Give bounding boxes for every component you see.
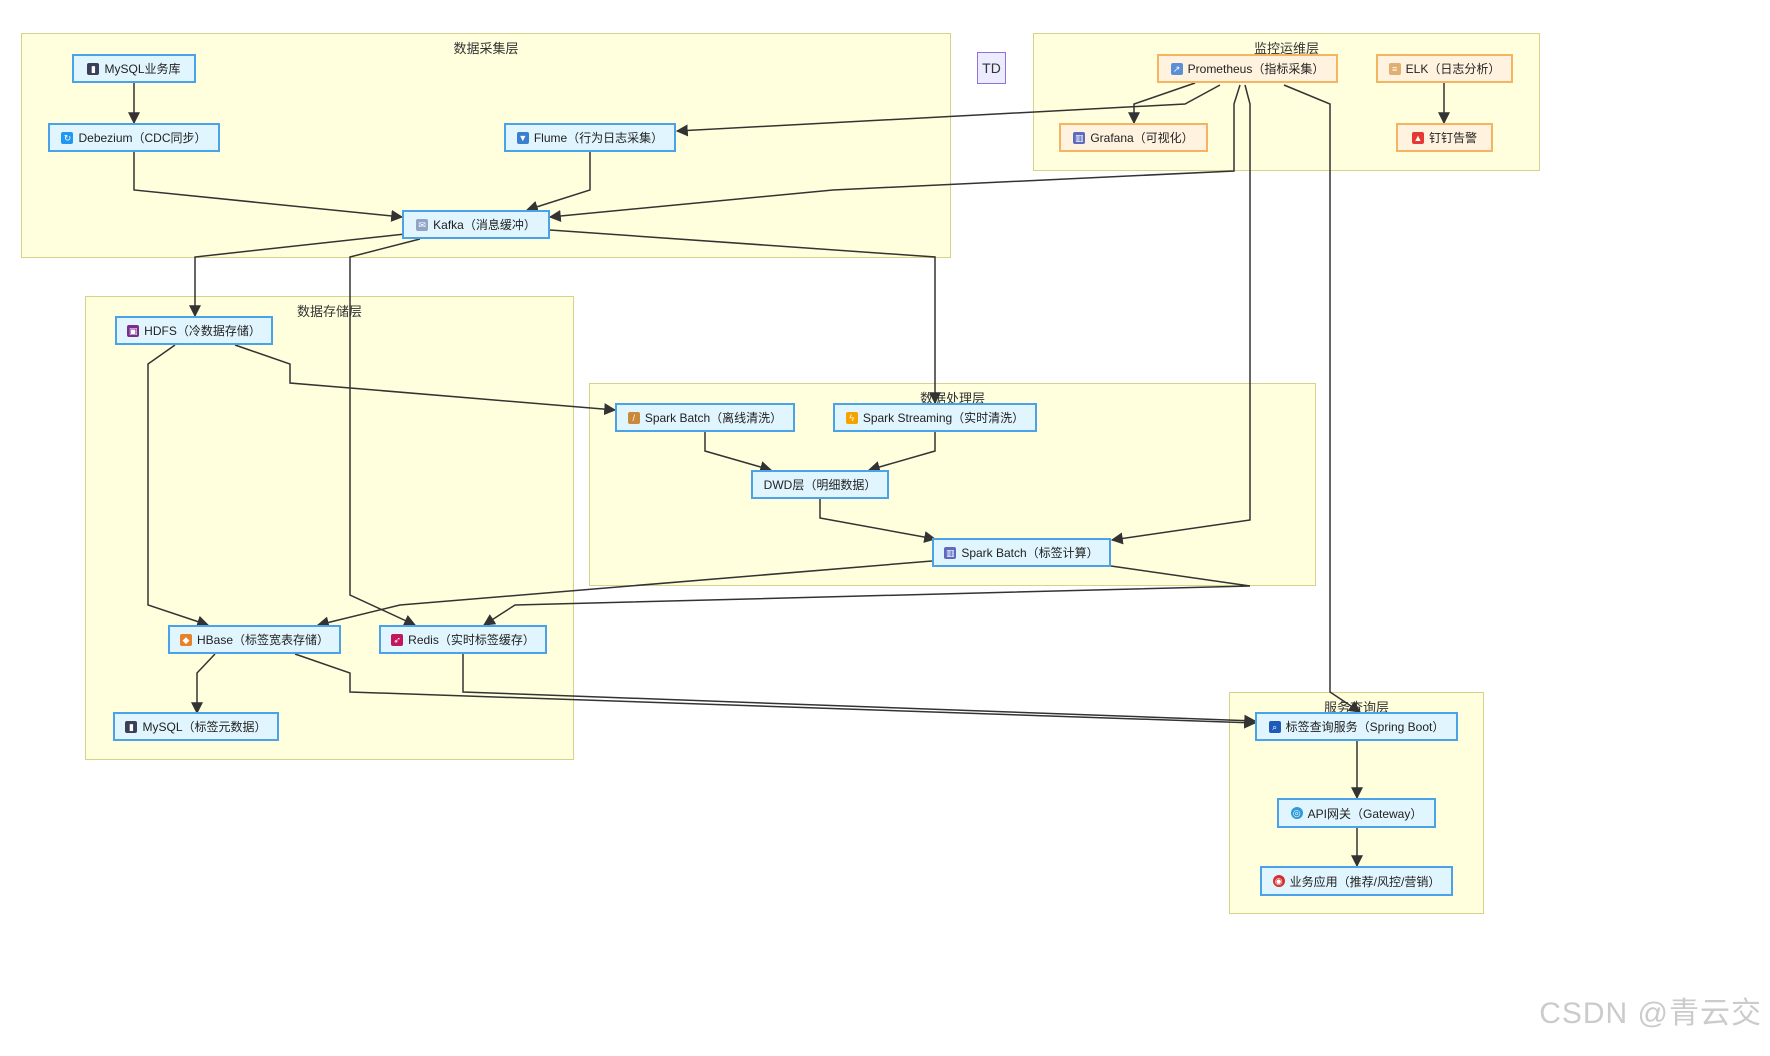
inbox-icon: ▼ [516,131,529,144]
edge-spark-streaming-to-dwd [867,432,936,473]
edge-hbase-to-tag-service [294,653,1257,729]
edge-hdfs-to-spark-batch [234,344,617,416]
node-label: Prometheus（指标采集） [1187,62,1325,76]
edge-prometheus-to-flume [675,84,1221,137]
magnifier-icon: ⌕ [1268,720,1281,733]
broom-icon: / [627,411,640,424]
node-debezium[interactable]: ↻ Debezium（CDC同步） [48,123,220,152]
node-label: Spark Batch（离线清洗） [644,411,783,425]
edge-redis-to-tag-service [462,654,1257,727]
database-icon: ▮ [87,62,100,75]
node-hbase[interactable]: ◆ HBase（标签宽表存储） [168,625,341,654]
node-td-direction[interactable]: TD [977,52,1006,84]
trend-chart-icon: ↗ [1170,62,1183,75]
watermark: CSDN @青云交 [1539,997,1762,1030]
node-label: Spark Streaming（实时清洗） [862,411,1025,425]
edge-spark-tag-to-redis [482,565,1251,626]
node-label: 钉钉告警 [1428,131,1477,145]
node-spark-streaming[interactable]: ϟ Spark Streaming（实时清洗） [833,403,1037,432]
group-title: 数据采集层 [453,41,519,56]
node-spark-batch-tag[interactable]: ▥ Spark Batch（标签计算） [932,538,1111,567]
node-flume[interactable]: ▼ Flume（行为日志采集） [504,123,676,152]
node-dwd-layer[interactable]: DWD层（明细数据） [751,470,889,499]
save-disk-icon: ▣ [127,324,140,337]
edge-spark-batch-to-dwd [704,432,773,473]
node-label: ELK（日志分析） [1405,62,1501,76]
node-label: MySQL业务库 [104,62,181,76]
node-label: API网关（Gateway） [1307,806,1423,821]
node-kafka[interactable]: ✉ Kafka（消息缓冲） [402,210,550,239]
node-label: 业务应用（推荐/风控/营销） [1289,874,1441,889]
node-mysql-business-db[interactable]: ▮ MySQL业务库 [72,54,196,83]
edge-kafka-to-spark-streaming [549,229,941,405]
node-mysql-tag-metadata[interactable]: ▮ MySQL（标签元数据） [113,712,279,741]
node-label: Flume（行为日志采集） [533,131,664,145]
edge-flume-to-kafka [525,152,591,213]
edge-dwd-to-spark-tag [819,499,937,543]
node-hdfs[interactable]: ▣ HDFS（冷数据存储） [115,316,273,345]
node-tag-query-service[interactable]: ⌕ 标签查询服务（Spring Boot） [1255,712,1458,741]
node-label: Spark Batch（标签计算） [961,546,1099,560]
database-icon: ▮ [125,720,138,733]
node-label: 标签查询服务（Spring Boot） [1285,720,1445,734]
bar-chart-icon: ▥ [1073,131,1086,144]
node-dingtalk-alert[interactable]: ▲ 钉钉告警 [1396,123,1493,152]
scroll-icon: ≡ [1388,62,1401,75]
node-spark-batch-clean[interactable]: / Spark Batch（离线清洗） [615,403,795,432]
group-title: 监控运维层 [1253,41,1319,56]
edge-hbase-to-mysql-meta [191,653,216,715]
bar-chart-icon: ▥ [944,546,957,559]
sync-icon: ↻ [61,131,74,144]
edge-kafka-to-hdfs [189,233,406,318]
cube-icon: ◆ [179,633,192,646]
node-grafana[interactable]: ▥ Grafana（可视化） [1059,123,1208,152]
node-prometheus[interactable]: ↗ Prometheus（指标采集） [1157,54,1338,83]
lightning-icon: ϟ [845,411,858,424]
node-elk[interactable]: ≡ ELK（日志分析） [1376,54,1513,83]
node-label: MySQL（标签元数据） [142,720,267,734]
edge-prometheus-to-grafana [1128,82,1196,125]
message-icon: ✉ [416,218,429,231]
node-label: DWD层（明细数据） [763,478,877,492]
edge-debezium-to-kafka [133,152,404,222]
globe-icon: ◎ [1290,807,1303,819]
edge-hdfs-to-hbase [147,344,210,628]
node-label: Debezium（CDC同步） [78,131,207,145]
edge-spark-tag-to-hbase [316,560,933,629]
node-label: HDFS（冷数据存储） [144,324,261,338]
target-icon: ◉ [1272,875,1285,887]
group-data-storage: 数据存储层 [85,296,574,760]
edge-prometheus-to-kafka [548,84,1241,222]
node-label: Kafka（消息缓冲） [433,218,536,232]
node-api-gateway[interactable]: ◎ API网关（Gateway） [1277,798,1436,828]
edge-prometheus-to-spark-tag [1110,84,1251,545]
alarm-bell-icon: ▲ [1411,131,1424,144]
node-label: HBase（标签宽表存储） [196,633,330,647]
node-business-apps[interactable]: ◉ 业务应用（推荐/风控/营销） [1260,866,1453,896]
node-label: Grafana（可视化） [1090,131,1194,145]
node-label: Redis（实时标签缓存） [408,633,535,647]
group-title: 数据存储层 [296,304,362,319]
node-redis[interactable]: ➶ Redis（实时标签缓存） [379,625,547,654]
edge-prometheus-to-tag-service [1283,84,1361,713]
edge-kafka-to-redis [349,238,421,626]
node-label: TD [982,60,1001,76]
rocket-icon: ➶ [391,633,404,646]
